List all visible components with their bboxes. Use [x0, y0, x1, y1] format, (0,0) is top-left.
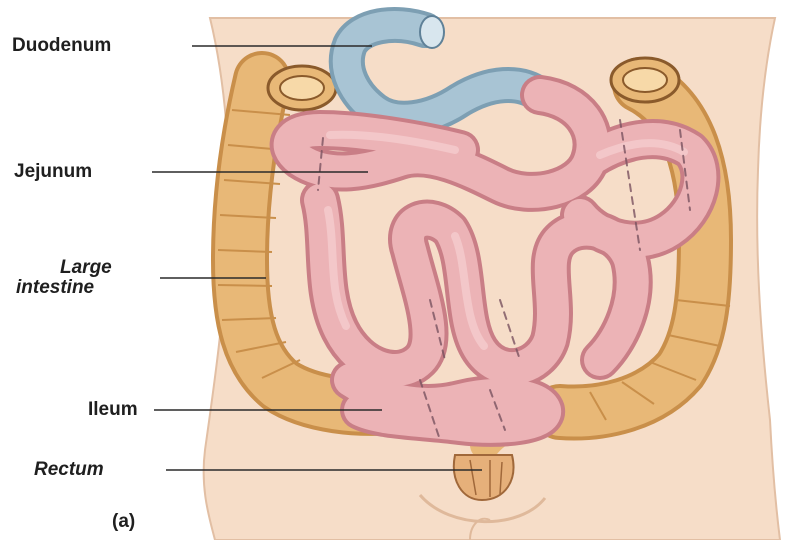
label-large-intestine: Large intestine — [16, 258, 112, 298]
label-duodenum: Duodenum — [12, 35, 111, 57]
label-rectum: Rectum — [34, 459, 104, 481]
label-jejunum: Jejunum — [14, 161, 92, 183]
panel-label: (a) — [112, 511, 135, 533]
label-large-intestine-line1: Large — [16, 258, 112, 278]
label-large-intestine-line2: intestine — [16, 278, 112, 298]
label-ileum: Ileum — [88, 399, 138, 421]
